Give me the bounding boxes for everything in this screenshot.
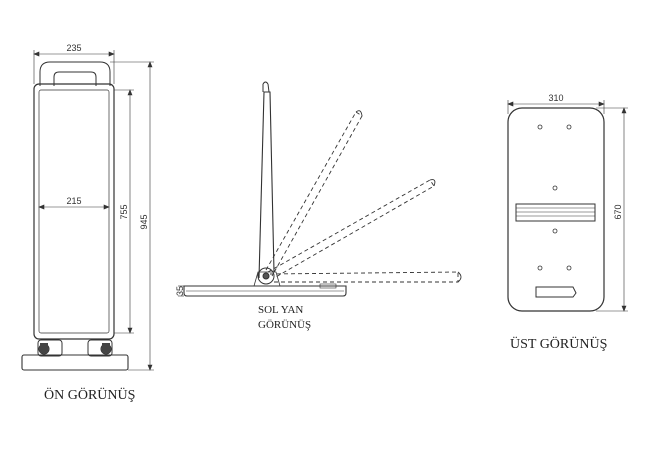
front-view-label: ÖN GÖRÜNÜŞ (44, 386, 135, 403)
side-panel-upright (258, 91, 275, 279)
dim-text-35: 35 (175, 286, 185, 296)
dim-line-310 (507, 100, 605, 114)
top-view (507, 100, 628, 312)
front-view (21, 50, 154, 371)
dim-text-215: 215 (66, 196, 81, 206)
dim-text-945: 945 (139, 214, 149, 229)
dim-line-215 (38, 204, 110, 210)
front-right-foot (87, 339, 113, 357)
top-view-label: ÜST GÖRÜNÜŞ (510, 335, 607, 352)
dim-line-755 (114, 89, 134, 334)
top-holes (537, 124, 572, 271)
dim-line-235 (33, 50, 115, 84)
side-base (183, 285, 347, 297)
dim-text-755: 755 (119, 204, 129, 219)
dim-text-310: 310 (548, 93, 563, 103)
front-left-foot (37, 339, 63, 357)
front-panel-inner (38, 89, 110, 334)
dim-line-35 (178, 285, 184, 297)
side-view (178, 81, 462, 297)
dim-line-670 (596, 107, 628, 312)
front-panel-outer (33, 83, 115, 340)
dim-text-670: 670 (613, 204, 623, 219)
dim-text-235: 235 (66, 43, 81, 53)
side-view-label-line1: SOL YAN (258, 304, 303, 316)
side-hinge (253, 267, 281, 287)
front-handle (39, 61, 111, 86)
top-slot (515, 203, 596, 222)
top-handle-cutout (535, 286, 577, 298)
side-rotated-positions (265, 110, 462, 283)
dim-line-945 (110, 61, 154, 371)
front-base (21, 354, 129, 371)
side-view-label-line2: GÖRÜNÜŞ (258, 319, 311, 331)
top-outline (507, 107, 605, 312)
